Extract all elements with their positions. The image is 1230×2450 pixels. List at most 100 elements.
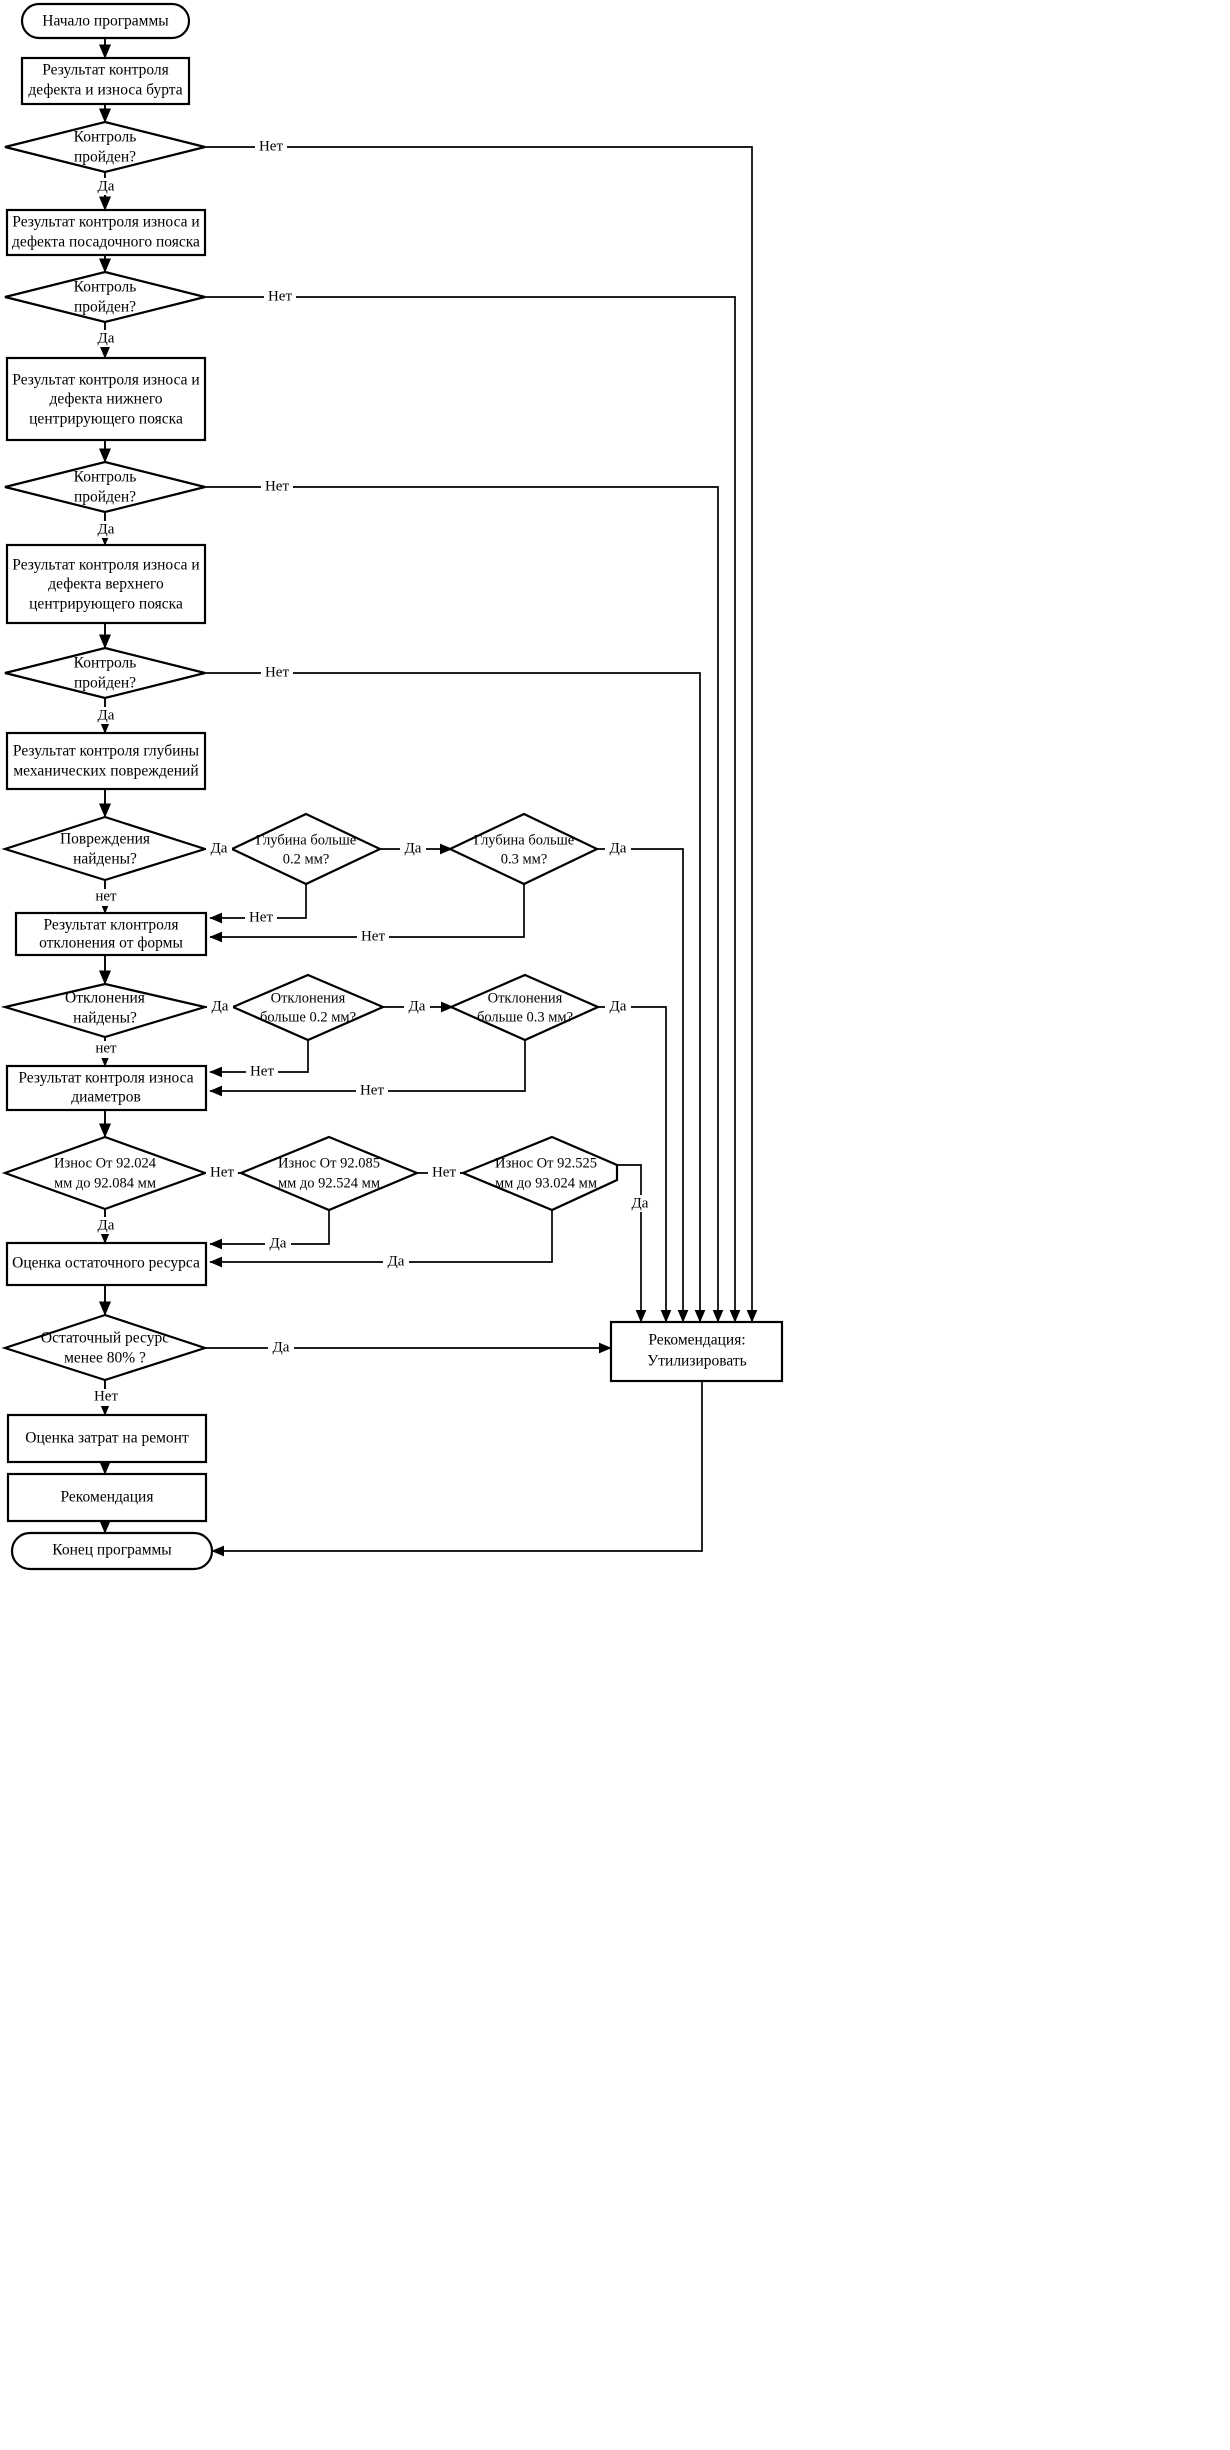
d4-shape [4, 646, 206, 700]
edge-d6a-no-to-p7 [209, 1040, 309, 1078]
end-label: Конец программы [52, 1542, 172, 1559]
d5a-shape [229, 812, 383, 886]
edge-label-d7-yes: Да [98, 1217, 115, 1233]
d5a-label-line1: Глубина больше [256, 832, 356, 848]
node-d7: Износ От 92.024 мм до 92.084 мм [1, 1135, 209, 1211]
d5b-label-line2: 0.3 мм? [501, 851, 548, 867]
d7b-shape [460, 1135, 619, 1212]
edge-label-d1-yes: Да [98, 178, 115, 194]
edge-label-d4-yes: Да [98, 707, 115, 723]
d6-label-line1: Отклонения [65, 990, 145, 1007]
d5-label-line2: найдены? [73, 851, 137, 868]
d8-label-line1: Остаточный ресурс [41, 1330, 169, 1347]
edge-label-d6b-yes: Да [610, 998, 627, 1014]
d3-label-line1: Контроль [74, 469, 137, 486]
node-p8: Оценка остаточного ресурса [5, 1241, 208, 1287]
d1-label-line1: Контроль [74, 129, 137, 146]
d4-label-line2: пройден? [74, 675, 136, 692]
d7a-label-line2: мм до 92.524 мм [278, 1175, 380, 1191]
p9-label-line1: Оценка затрат на ремонт [25, 1430, 189, 1447]
p2-label-line2: дефекта посадочного пояска [12, 234, 200, 251]
node-p10: Рекомендация [6, 1472, 208, 1523]
edge-label-d5a-yes: Да [405, 840, 422, 856]
edge-d5a-no-to-p6 [209, 884, 307, 924]
edge-d7a-yes-to-p8 [209, 1210, 330, 1250]
p10-label-line1: Рекомендация [61, 1489, 154, 1506]
edge-label-d7a-yes: Да [270, 1235, 287, 1251]
p5-label-line1: Результат контроля глубины [13, 743, 200, 760]
p6-label-line2: отклонения от формы [39, 935, 183, 952]
d6-label-line2: найдены? [73, 1010, 137, 1027]
edge-label-d6-no: нет [95, 1040, 117, 1056]
p1-shape [20, 56, 191, 106]
start-label: Начало программы [42, 13, 169, 30]
node-d8: Остаточный ресурс менее 80% ? [1, 1313, 209, 1382]
d7b-label-line2: мм до 93.024 мм [495, 1175, 597, 1191]
d2-shape [4, 270, 206, 324]
edge-label-d6a-yes: Да [409, 998, 426, 1014]
node-d7a: Износ От 92.085 мм до 92.524 мм [238, 1135, 420, 1212]
edge-label-d4-no: Нет [265, 664, 289, 680]
p9-shape [6, 1413, 208, 1464]
node-p5: Результат контроля глубины механических … [5, 731, 207, 791]
edge-d1-no-to-utilize [205, 146, 758, 1323]
d8-shape [1, 1313, 209, 1382]
utilize-shape [609, 1320, 784, 1383]
p7-shape [5, 1064, 208, 1112]
node-p7: Результат контроля износа диаметров [5, 1064, 208, 1112]
p5-shape [5, 731, 207, 791]
edge-label-d6a-no: Нет [250, 1063, 274, 1079]
edge-d2-no-to-utilize [205, 296, 741, 1323]
p6-label-line1: Результат клонтроля [43, 917, 178, 934]
d5-label-line1: Повреждения [60, 831, 150, 848]
start-shape [20, 2, 191, 40]
edge-label-d5-no: нет [95, 888, 117, 904]
d1-label-line2: пройден? [74, 149, 136, 166]
d2-label-line2: пройден? [74, 299, 136, 316]
d6-shape [0, 982, 210, 1039]
p4-shape [5, 543, 207, 625]
node-start: Начало программы [20, 2, 191, 40]
d8-label-line2: менее 80% ? [64, 1350, 146, 1367]
node-d5a: Глубина больше 0.2 мм? [229, 812, 383, 886]
edge-label-d6b-no: Нет [360, 1082, 384, 1098]
d1-shape [4, 120, 206, 174]
p1-label-line2: дефекта и износа бурта [28, 82, 182, 99]
edge-d4-no-to-utilize [205, 672, 706, 1323]
p2-label-line1: Результат контроля износа и [12, 214, 199, 231]
edge-label-d7b-yes: Да [388, 1253, 405, 1269]
p3-label-line2: дефекта нижнего [49, 391, 162, 408]
edge-label-d2-yes: Да [98, 330, 115, 346]
d6a-shape [230, 973, 386, 1042]
p1-label-line1: Результат контроля [42, 62, 169, 79]
node-d7b: Износ От 92.525 мм до 93.024 мм [460, 1135, 619, 1212]
edge-label-d7-no: Нет [210, 1164, 234, 1180]
d6b-label-line1: Отклонения [488, 990, 563, 1006]
node-d6b: Отклонения больше 0.3 мм? [448, 973, 601, 1042]
edge-label-d7a-no: Нет [432, 1164, 456, 1180]
node-d3: Контроль пройден? [4, 460, 206, 514]
edge-label-d7b-yes2: Да [632, 1195, 649, 1211]
p4-label-line2: дефекта верхнего [48, 576, 164, 593]
d6a-label-line1: Отклонения [271, 990, 346, 1006]
edge-d3-no-to-utilize [205, 486, 724, 1323]
node-p6: Результат клонтроля отклонения от формы [14, 911, 208, 957]
node-d6: Отклонения найдены? [0, 982, 210, 1039]
node-p1: Результат контроля дефекта и износа бурт… [20, 56, 191, 106]
p7-label-line2: диаметров [71, 1089, 141, 1106]
d4-label-line1: Контроль [74, 655, 137, 672]
node-d5: Повреждения найдены? [1, 815, 209, 882]
d5-shape [1, 815, 209, 882]
node-d6a: Отклонения больше 0.2 мм? [230, 973, 386, 1042]
edge-label-d3-yes: Да [98, 521, 115, 537]
node-utilize: Рекомендация: Утилизировать [609, 1320, 784, 1383]
edge-label-d6-yes: Да [212, 998, 229, 1014]
edge-label-layer: Да Нет Да Нет Да Нет Да Нет Да нет Да Да… [90, 138, 653, 1406]
edge-label-d8-no: Нет [94, 1388, 118, 1404]
d7-label-line2: мм до 92.084 мм [54, 1175, 156, 1191]
utilize-label-line2: Утилизировать [647, 1353, 746, 1370]
p5-label-line2: механических повреждений [13, 763, 198, 780]
edge-label-d2-no: Нет [268, 288, 292, 304]
